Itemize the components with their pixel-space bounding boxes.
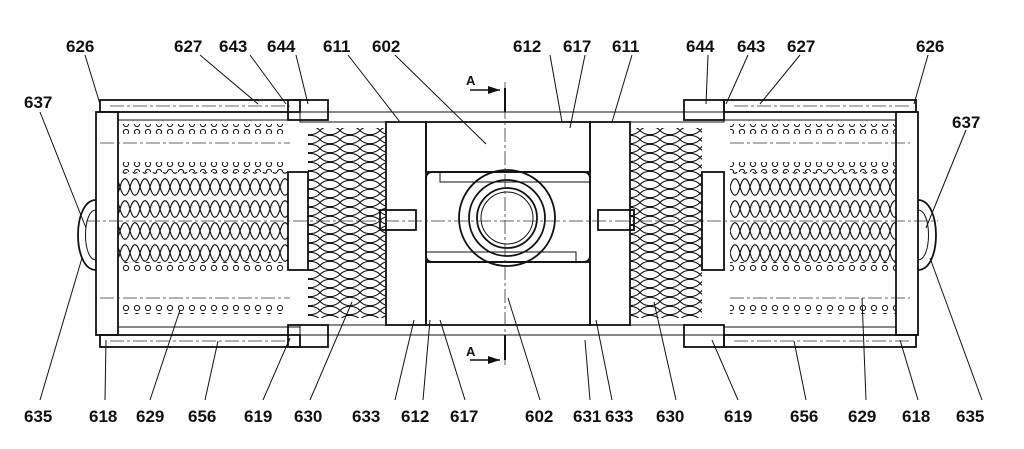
label-top: 644 [686,37,715,56]
label-side-right: 637 [952,113,980,132]
label-side-left: 637 [24,93,52,112]
label-top: 627 [174,37,202,56]
section-marker-a: A A [466,73,506,365]
label-bottom: 635 [24,407,52,426]
label-bottom: 618 [89,407,117,426]
label-bottom: 612 [401,407,429,426]
label-top: 611 [612,37,639,56]
label-bottom: 617 [450,407,478,426]
label-top: 626 [916,37,944,56]
label-bottom: 619 [244,407,272,426]
label-top: 643 [737,37,765,56]
label-bottom: 619 [724,407,752,426]
label-top: 612 [513,37,541,56]
label-bottom: 656 [790,407,818,426]
left-cylinder [77,99,386,348]
section-label-top: A [466,73,476,88]
label-bottom: 630 [656,407,684,426]
label-top: 643 [219,37,247,56]
label-bottom: 629 [848,407,876,426]
label-bottom: 656 [188,407,216,426]
label-bottom: 633 [605,407,633,426]
label-bottom: 602 [525,407,553,426]
label-bottom: 631 [573,407,601,426]
label-bottom: 629 [136,407,164,426]
label-top: 617 [563,37,591,56]
right-cylinder [630,99,937,348]
reference-labels: 626 627 643 644 611 602 612 617 611 644 … [24,37,984,426]
section-label-bottom: A [466,344,476,359]
label-bottom: 618 [902,407,930,426]
label-top: 627 [787,37,815,56]
label-top: 602 [372,37,400,56]
label-top: 626 [66,37,94,56]
leader-lines [39,54,983,401]
label-bottom: 630 [294,407,322,426]
label-top: 611 [323,37,350,56]
label-bottom: 635 [956,407,984,426]
label-top: 644 [267,37,296,56]
label-bottom: 633 [352,407,380,426]
